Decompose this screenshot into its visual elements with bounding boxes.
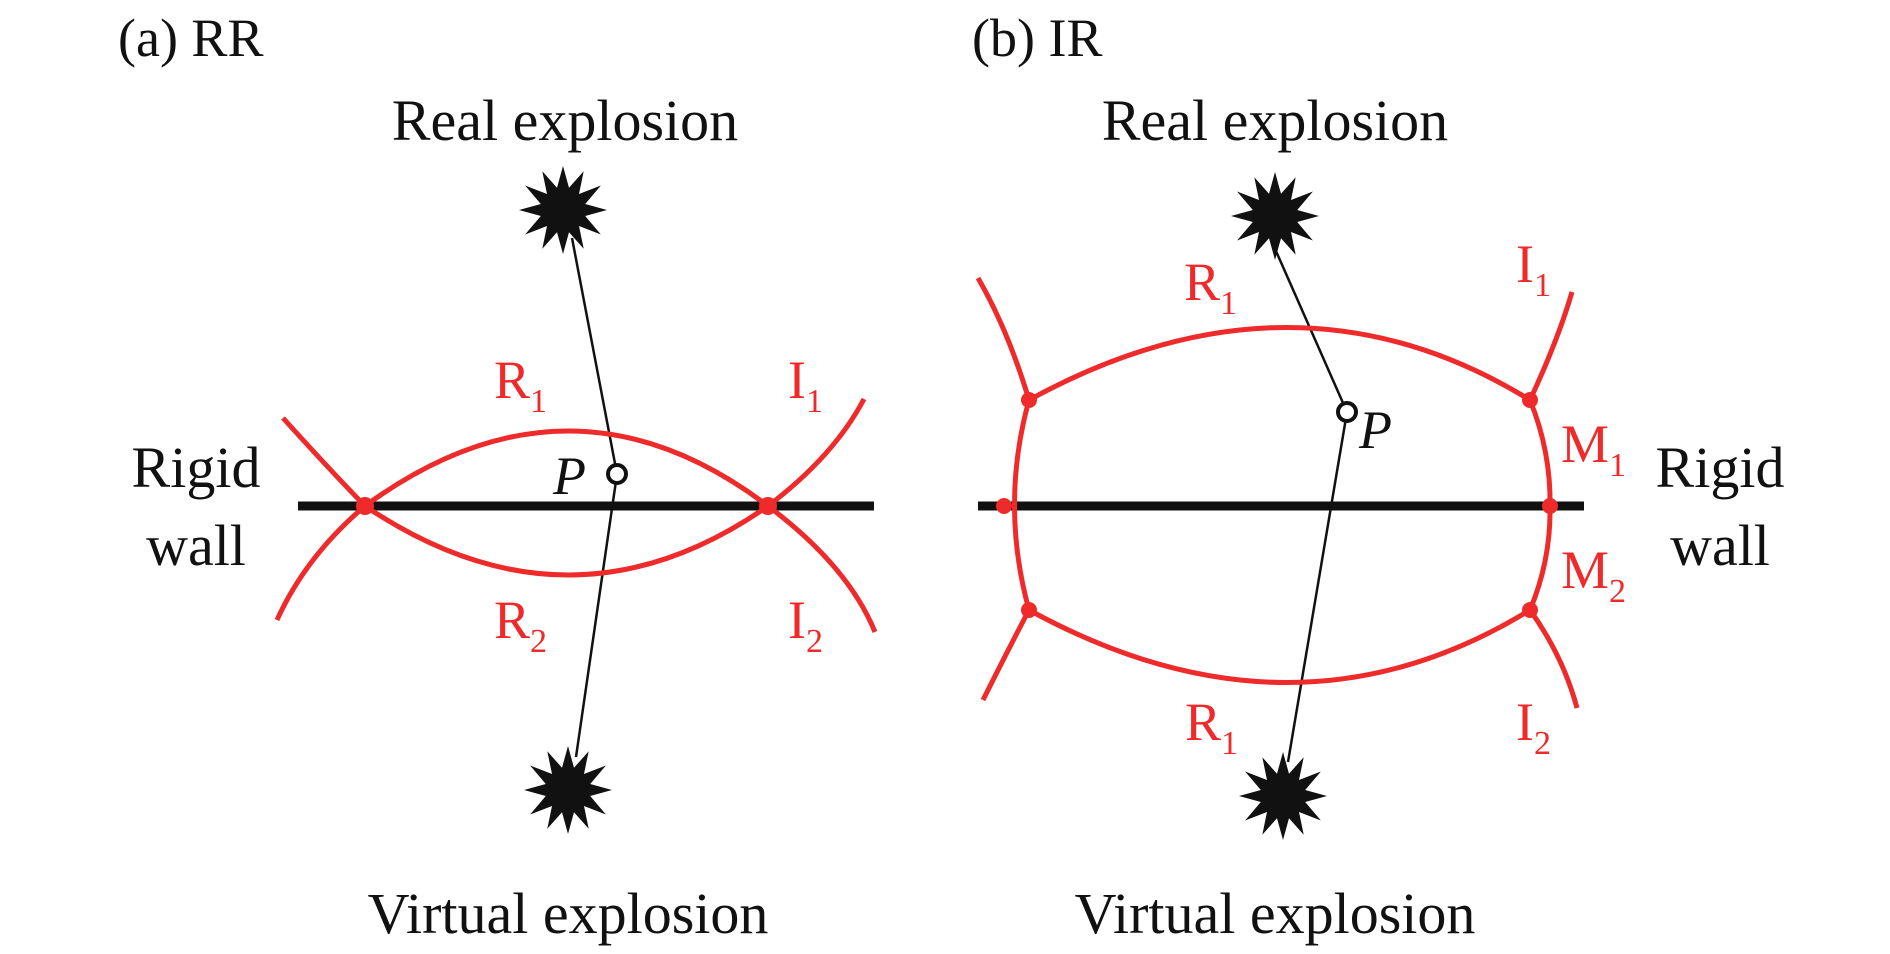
panel-b-m2-letter: M bbox=[1561, 540, 1609, 600]
panel-a-left-lower-curve bbox=[274, 504, 367, 622]
panel-a-r2-curve bbox=[363, 503, 770, 578]
panel-a-i2-label: I2 bbox=[788, 590, 823, 660]
panel-b-wall-label-line2: wall bbox=[1670, 513, 1770, 578]
panel-a-i1-sub: 1 bbox=[806, 383, 823, 420]
panel-b: (b) IR Real explosion Virtual explosion … bbox=[972, 8, 1784, 946]
panel-a-r1-curve bbox=[363, 428, 770, 509]
panel-a-r2-label: R2 bbox=[494, 590, 547, 660]
panel-a-r1-label: R1 bbox=[494, 350, 547, 420]
panel-a-shock-curves bbox=[274, 397, 878, 633]
panel-b-i2-sub: 2 bbox=[1534, 725, 1551, 762]
panel-b-r1-top-label: R1 bbox=[1184, 252, 1237, 322]
panel-b-i1-label: I1 bbox=[1516, 234, 1551, 304]
panel-b-left-lower-curve bbox=[980, 608, 1032, 702]
panel-b-point-p-marker bbox=[1336, 401, 1358, 423]
panel-b-left-upper-triple-point bbox=[1021, 392, 1037, 408]
panel-a-right-triple-point bbox=[759, 497, 777, 515]
panel-b-r1-bottom-letter: R bbox=[1185, 692, 1221, 752]
panel-b-virtual-explosion-icon bbox=[1239, 752, 1327, 840]
panel-b-left-lower-triple-point bbox=[1021, 602, 1037, 618]
panel-a-title: (a) RR bbox=[118, 8, 263, 68]
panel-b-r1-top-sub: 1 bbox=[1220, 285, 1237, 322]
panel-b-i1-sub: 1 bbox=[1534, 267, 1551, 304]
panel-b-right-upper-triple-point bbox=[1522, 392, 1538, 408]
panel-b-m1-letter: M bbox=[1561, 414, 1609, 474]
panel-b-r1-bottom-label: R1 bbox=[1185, 692, 1238, 762]
panel-b-virtual-explosion-label: Virtual explosion bbox=[1075, 881, 1476, 946]
panel-b-m2-sub: 2 bbox=[1609, 573, 1626, 610]
panel-b-m1-sub: 1 bbox=[1609, 447, 1626, 484]
panel-b-m1-label: M1 bbox=[1561, 414, 1626, 484]
panel-b-left-upper-curve bbox=[975, 276, 1032, 401]
panel-b-r1-bottom-curve bbox=[1027, 607, 1532, 685]
panel-b-i2-curve bbox=[1527, 608, 1580, 709]
panel-a-r1-letter: R bbox=[494, 350, 530, 410]
panel-b-i2-label: I2 bbox=[1516, 692, 1551, 762]
panel-a-virtual-explosion-label: Virtual explosion bbox=[368, 881, 769, 946]
panel-b-m2-stem bbox=[1527, 505, 1553, 611]
panel-b-left-mach-stem bbox=[1012, 399, 1032, 611]
panel-b-real-explosion-icon bbox=[1231, 172, 1319, 260]
panel-b-r1-top-curve bbox=[1027, 325, 1532, 403]
panel-a-i1-letter: I bbox=[788, 350, 806, 410]
panel-a-left-triple-point bbox=[356, 497, 374, 515]
panel-b-real-explosion-label: Real explosion bbox=[1102, 88, 1448, 153]
panel-b-title: (b) IR bbox=[972, 8, 1102, 68]
panel-b-right-lower-triple-point bbox=[1522, 602, 1538, 618]
panel-b-m1-stem bbox=[1527, 399, 1553, 507]
panel-a-i2-letter: I bbox=[788, 590, 806, 650]
panel-a: (a) RR Real explosion Virtual explosion … bbox=[118, 8, 878, 946]
panel-b-i2-letter: I bbox=[1516, 692, 1534, 752]
panel-a-r2-letter: R bbox=[494, 590, 530, 650]
panel-a-virtual-explosion-icon bbox=[524, 746, 612, 834]
panel-b-left-wall-point bbox=[996, 498, 1012, 514]
panel-a-i2-sub: 2 bbox=[806, 623, 823, 660]
panel-b-wall-label-line1: Rigid bbox=[1656, 435, 1785, 500]
panel-a-wall-label-line1: Rigid bbox=[132, 435, 261, 500]
panel-b-i1-curve bbox=[1527, 291, 1575, 402]
panel-b-m2-label: M2 bbox=[1561, 540, 1626, 610]
panel-a-point-p-label: P bbox=[552, 446, 586, 506]
panel-a-wall-label-line2: wall bbox=[146, 513, 246, 578]
panel-b-point-p-label: P bbox=[1358, 400, 1392, 460]
panel-a-point-p-marker bbox=[606, 463, 628, 485]
panel-a-r1-sub: 1 bbox=[530, 383, 547, 420]
panel-a-i2-curve bbox=[766, 504, 878, 633]
panel-b-shock-curves bbox=[975, 276, 1580, 709]
panel-b-r1-top-letter: R bbox=[1184, 252, 1220, 312]
panel-a-i1-label: I1 bbox=[788, 350, 823, 420]
panel-a-left-upper-curve bbox=[281, 416, 367, 508]
panel-a-i1-curve bbox=[766, 397, 867, 508]
panel-a-real-explosion-icon bbox=[519, 166, 607, 254]
panel-b-r1-bottom-sub: 1 bbox=[1221, 725, 1238, 762]
panel-b-right-wall-point bbox=[1542, 498, 1558, 514]
panel-a-r2-sub: 2 bbox=[530, 623, 547, 660]
panel-b-i1-letter: I bbox=[1516, 234, 1534, 294]
panel-a-real-explosion-label: Real explosion bbox=[392, 88, 738, 153]
